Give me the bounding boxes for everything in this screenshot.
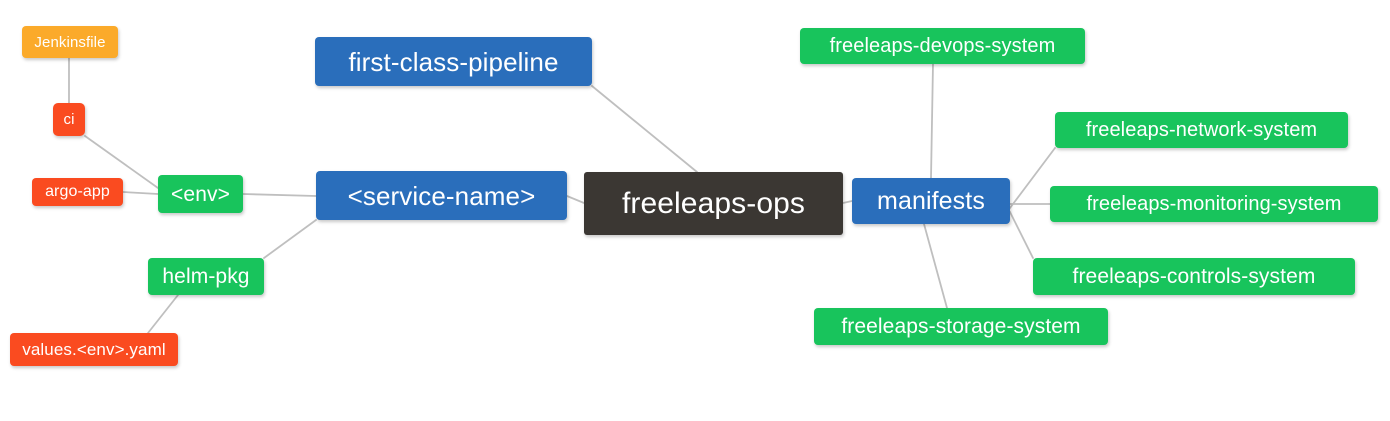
node-label: freeleaps-network-system (1085, 119, 1318, 141)
node-freeleaps-storage-system[interactable]: freeleaps-storage-system (814, 308, 1108, 345)
edge-freeleaps-ops-to-first-class-pipeline (591, 85, 698, 173)
node-service-name[interactable]: <service-name> (316, 171, 567, 220)
node-label: freeleaps-controls-system (1072, 265, 1316, 288)
node-freeleaps-ops[interactable]: freeleaps-ops (584, 172, 843, 235)
node-label: manifests (877, 186, 985, 215)
node-label: freeleaps-devops-system (829, 35, 1056, 57)
node-freeleaps-controls-system[interactable]: freeleaps-controls-system (1033, 258, 1355, 295)
node-label: <service-name> (347, 180, 536, 211)
node-label: first-class-pipeline (348, 46, 559, 77)
edge-helm-pkg-to-values-env-yaml (147, 294, 179, 334)
node-ci[interactable]: ci (53, 103, 85, 136)
node-freeleaps-devops-system[interactable]: freeleaps-devops-system (800, 28, 1085, 64)
node-label: helm-pkg (162, 265, 250, 288)
node-label: ci (63, 111, 75, 128)
node-label: freeleaps-ops (621, 186, 806, 220)
edge-freeleaps-ops-to-service-name (566, 195, 585, 204)
node-argo-app[interactable]: argo-app (32, 178, 123, 206)
edge-manifests-to-freeleaps-network-system (1009, 147, 1056, 209)
edge-freeleaps-ops-to-manifests (842, 200, 853, 204)
edge-env-to-argo-app (122, 191, 159, 195)
node-label: argo-app (45, 183, 110, 200)
node-label: values.<env>.yaml (22, 340, 166, 359)
node-freeleaps-monitoring-system[interactable]: freeleaps-monitoring-system (1050, 186, 1378, 222)
node-first-class-pipeline[interactable]: first-class-pipeline (315, 37, 592, 86)
node-manifests[interactable]: manifests (852, 178, 1010, 224)
edge-manifests-to-freeleaps-controls-system (1009, 211, 1034, 259)
node-helm-pkg[interactable]: helm-pkg (148, 258, 264, 295)
edge-manifests-to-freeleaps-storage-system (923, 223, 948, 309)
node-freeleaps-network-system[interactable]: freeleaps-network-system (1055, 112, 1348, 148)
edge-service-name-to-helm-pkg (263, 219, 317, 259)
node-label: Jenkinsfile (34, 33, 106, 51)
edge-service-name-to-env (242, 193, 317, 197)
node-env[interactable]: <env> (158, 175, 243, 213)
node-label: freeleaps-storage-system (841, 315, 1081, 338)
edge-manifests-to-freeleaps-devops-system (930, 63, 934, 179)
node-label: <env> (171, 182, 230, 206)
node-values-env-yaml[interactable]: values.<env>.yaml (10, 333, 178, 366)
node-label: freeleaps-monitoring-system (1086, 193, 1342, 215)
node-jenkinsfile[interactable]: Jenkinsfile (22, 26, 118, 58)
